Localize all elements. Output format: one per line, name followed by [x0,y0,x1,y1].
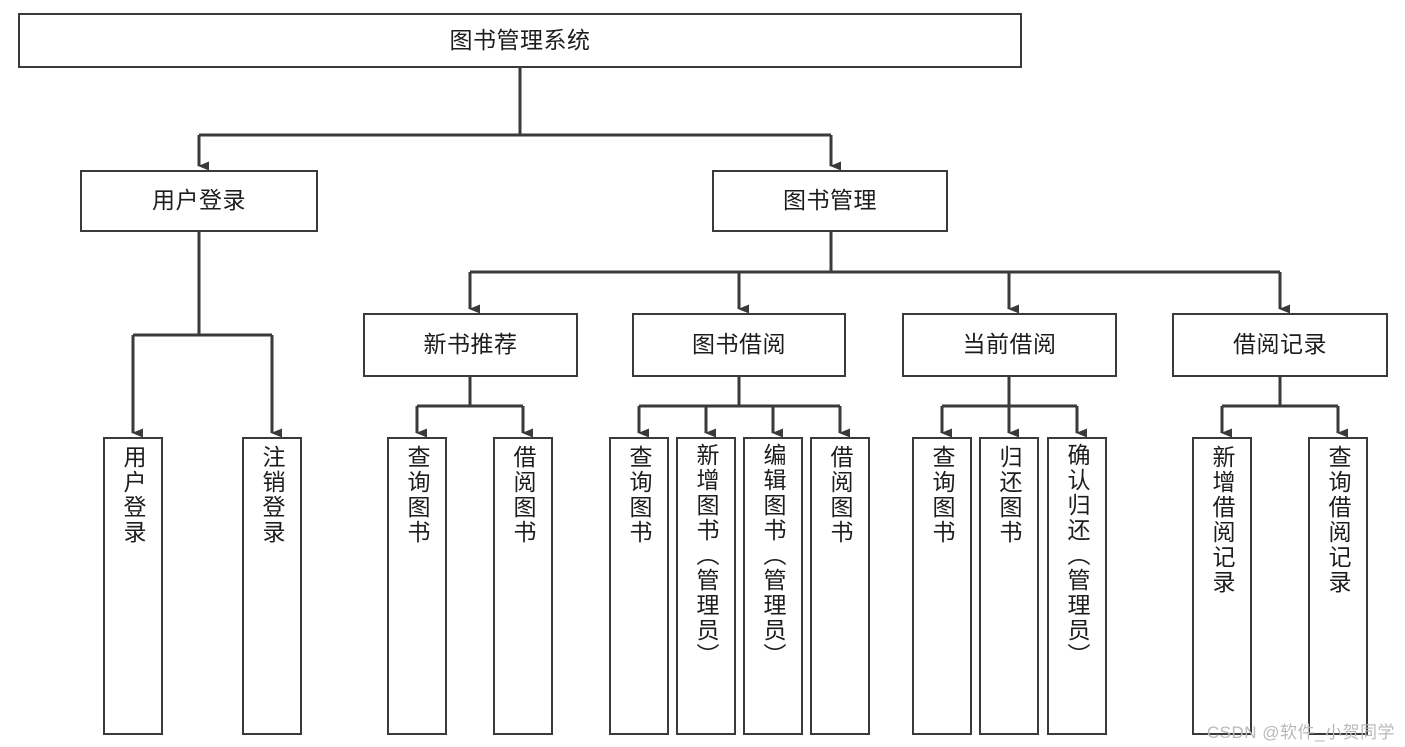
node-leaf-borrow-book-2-label: 借阅图书 [827,445,854,545]
node-leaf-query-book-3[interactable]: 查询图书 [912,437,972,735]
node-leaf-borrow-book-2[interactable]: 借阅图书 [810,437,870,735]
node-leaf-add-book[interactable]: 新增图书（管理员） [676,437,736,735]
node-leaf-confirm-return-label: 确认归还（管理员） [1064,443,1091,668]
node-root-label: 图书管理系统 [449,26,591,53]
csdn-watermark: CSDN @软件_小贺同学 [1206,723,1395,742]
node-leaf-add-record-label: 新增借阅记录 [1209,445,1236,595]
node-current-borrow-label: 当前借阅 [962,331,1057,358]
node-new-book-recommend[interactable]: 新书推荐 [363,313,578,377]
node-borrow-record-label: 借阅记录 [1233,331,1327,358]
node-leaf-edit-book[interactable]: 编辑图书（管理员） [743,437,803,735]
node-new-book-recommend-label: 新书推荐 [423,331,518,358]
node-user-login-label: 用户登录 [152,187,246,214]
node-user-login[interactable]: 用户登录 [80,170,318,232]
node-book-borrow[interactable]: 图书借阅 [632,313,846,377]
node-leaf-add-record[interactable]: 新增借阅记录 [1192,437,1252,735]
node-leaf-confirm-return[interactable]: 确认归还（管理员） [1047,437,1107,735]
node-leaf-user-logout-label: 注销登录 [259,445,286,545]
node-leaf-query-record[interactable]: 查询借阅记录 [1308,437,1368,735]
node-leaf-query-book-2-label: 查询图书 [626,445,653,545]
node-root-book-management-system[interactable]: 图书管理系统 [18,13,1022,68]
node-leaf-edit-book-label: 编辑图书（管理员） [760,443,787,668]
node-leaf-return-book[interactable]: 归还图书 [979,437,1039,735]
node-leaf-user-login[interactable]: 用户登录 [103,437,163,735]
node-leaf-user-logout[interactable]: 注销登录 [242,437,302,735]
node-leaf-add-book-label: 新增图书（管理员） [693,443,720,668]
node-leaf-query-book-1[interactable]: 查询图书 [387,437,447,735]
node-borrow-record[interactable]: 借阅记录 [1172,313,1388,377]
node-current-borrow[interactable]: 当前借阅 [902,313,1117,377]
node-leaf-user-login-label: 用户登录 [120,445,147,545]
node-leaf-query-record-label: 查询借阅记录 [1325,445,1352,595]
node-book-management-label: 图书管理 [783,187,877,214]
node-leaf-query-book-3-label: 查询图书 [929,445,956,545]
node-leaf-borrow-book-1[interactable]: 借阅图书 [493,437,553,735]
node-leaf-query-book-1-label: 查询图书 [404,445,431,545]
node-leaf-query-book-2[interactable]: 查询图书 [609,437,669,735]
node-book-management[interactable]: 图书管理 [712,170,948,232]
node-leaf-return-book-label: 归还图书 [996,445,1023,545]
node-book-borrow-label: 图书借阅 [692,331,786,358]
node-leaf-borrow-book-1-label: 借阅图书 [510,445,537,545]
